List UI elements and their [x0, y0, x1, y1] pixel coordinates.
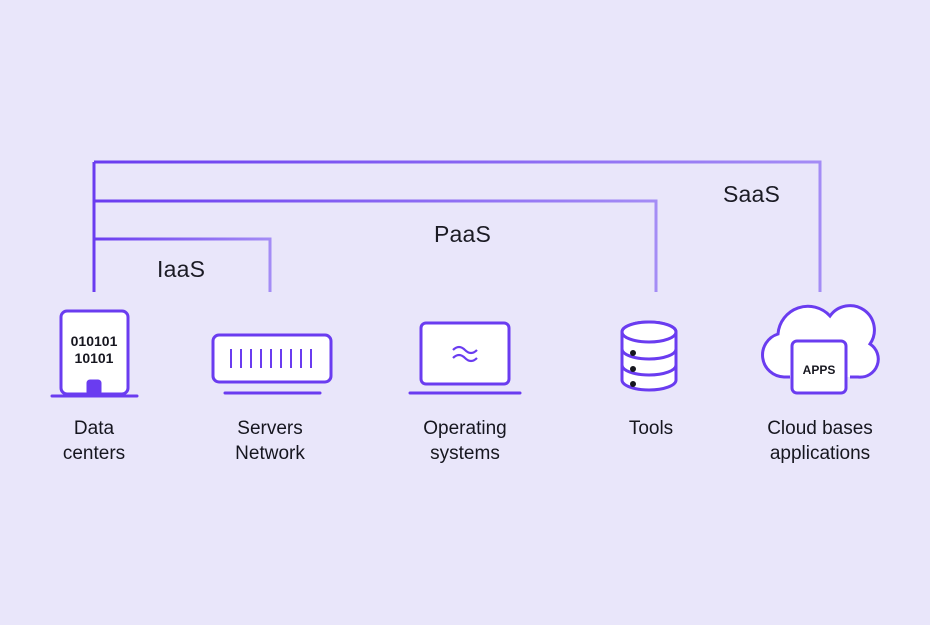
- caption-cloud-apps: Cloud bases applications: [730, 416, 910, 466]
- caption-line-1: Operating: [423, 418, 507, 439]
- caption-tools: Tools: [561, 416, 741, 441]
- server-rack-icon: [211, 333, 333, 395]
- paas-label: PaaS: [434, 221, 492, 247]
- cloud-apps-icon-text: APPS: [803, 363, 836, 377]
- data-center-icon: 010101 10101: [50, 309, 139, 398]
- caption-line-2: applications: [769, 443, 871, 464]
- caption-servers-network: Servers Network: [180, 416, 360, 466]
- caption-line-2: centers: [62, 443, 126, 464]
- saas-bracket: [94, 160, 822, 292]
- caption-line-1: Cloud bases: [767, 418, 873, 439]
- data-center-icon-text-1: 010101: [71, 333, 118, 349]
- tier-brackets: [92, 160, 822, 292]
- caption-data-centers: Data centers: [4, 416, 184, 466]
- caption-line-1: Data: [73, 418, 115, 439]
- caption-line-2: Network: [235, 443, 305, 464]
- paas-bracket: [94, 199, 658, 292]
- saas-label: SaaS: [723, 181, 781, 207]
- iaas-label: IaaS: [157, 256, 206, 282]
- iaas-bracket: [94, 237, 272, 292]
- caption-line-1: Servers: [237, 418, 303, 439]
- cloud-apps-icon: APPS: [761, 304, 880, 395]
- data-center-icon-text-2: 10101: [75, 350, 114, 366]
- caption-line-2: systems: [430, 443, 500, 464]
- laptop-icon: [408, 321, 522, 395]
- caption-line-1: Tools: [628, 418, 674, 439]
- caption-operating-systems: Operating systems: [375, 416, 555, 466]
- database-icon: [620, 320, 678, 392]
